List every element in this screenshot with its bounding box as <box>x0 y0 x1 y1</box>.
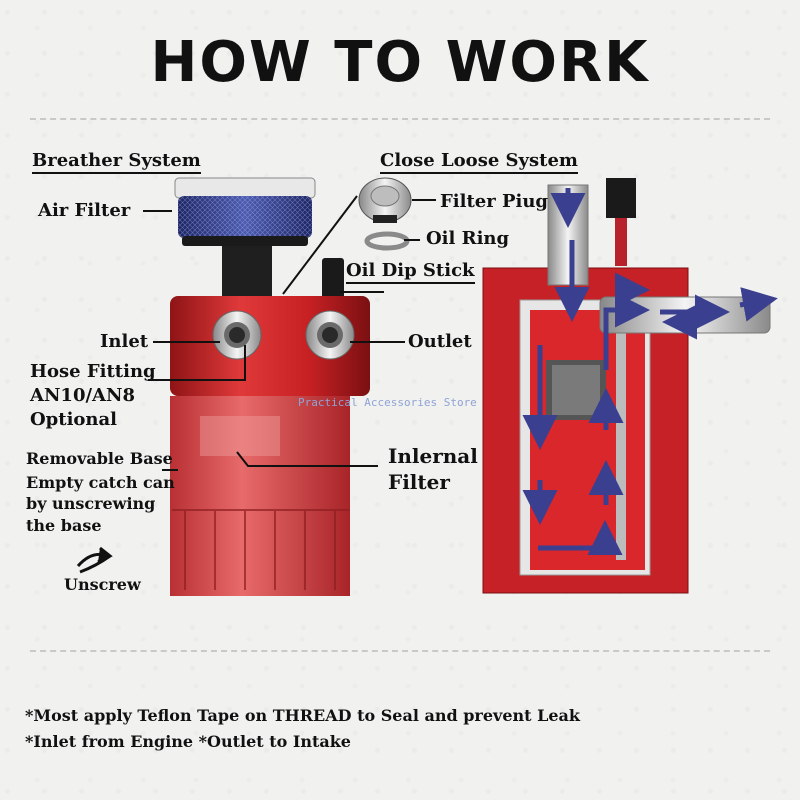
label-close-loose-system: Close Loose System <box>380 151 578 174</box>
label-outlet: Outlet <box>408 331 472 352</box>
label-oil-ring: Oil Ring <box>426 228 510 249</box>
inlet-fitting <box>212 310 262 360</box>
label-inlet: Inlet <box>100 331 149 352</box>
removable-base-description: Empty catch can by unscrewing the base <box>26 473 175 535</box>
catch-can-cutaway <box>482 178 778 594</box>
label-internal-filter: Inlernal Filter <box>388 444 478 494</box>
filter-plug <box>358 177 412 223</box>
dip-stick-handle <box>322 258 344 300</box>
page-title: HOW TO WORK <box>150 30 650 95</box>
label-unscrew: Unscrew <box>64 575 141 594</box>
footer-note-2: *Inlet from Engine *Outlet to Intake <box>25 732 351 751</box>
label-hose-fitting: Hose Fitting AN10/AN8 Optional <box>30 361 156 430</box>
oil-ring <box>364 231 410 251</box>
outlet-fitting <box>305 310 355 360</box>
air-filter-cap <box>174 177 316 199</box>
label-removable-base: Removable Base <box>26 449 173 468</box>
label-air-filter: Air Filter <box>38 200 131 221</box>
catch-can-exterior <box>170 177 370 596</box>
divider-bottom <box>30 650 770 652</box>
breather-stem <box>222 246 272 296</box>
unscrew-icon <box>76 546 113 574</box>
watermark: Practical Accessories Store <box>298 396 477 409</box>
divider-top <box>30 118 770 120</box>
label-breather-system: Breather System <box>32 151 201 174</box>
can-base <box>170 396 350 596</box>
label-filter-plug: Filter Piug <box>440 191 549 212</box>
flow-arrows <box>522 188 778 555</box>
label-oil-dip-stick: Oil Dip Stick <box>346 261 475 284</box>
footer-note-1: *Most apply Teflon Tape on THREAD to Sea… <box>25 706 580 725</box>
leader-lines <box>143 195 436 471</box>
